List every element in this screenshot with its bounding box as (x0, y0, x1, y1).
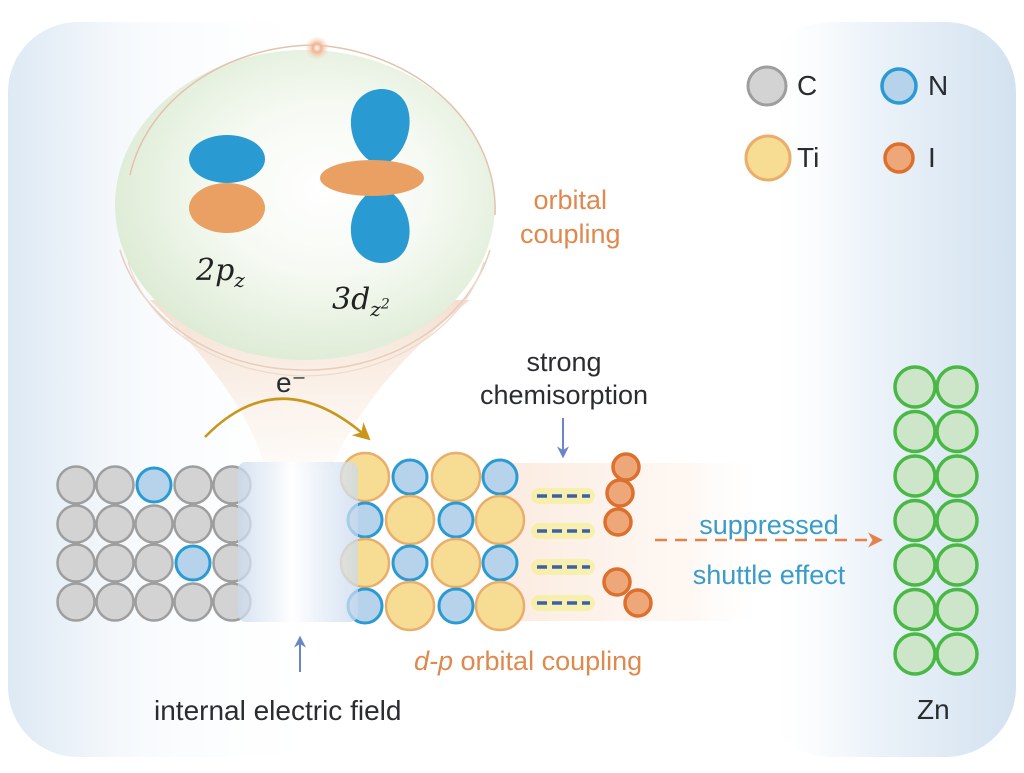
suppressed-line2: shuttle effect (692, 560, 846, 590)
atom-iodine (602, 567, 632, 597)
legend (744, 65, 918, 182)
orbital-coupling-caption: orbital coupling (520, 183, 621, 251)
orbital-label-2pz-sub: z (234, 268, 245, 292)
atom-c (95, 465, 135, 505)
legend-swatch-ti (744, 134, 792, 182)
atom-zn (935, 498, 979, 543)
atom-zn (935, 454, 979, 498)
atom-n (481, 458, 519, 496)
orbital-label-3dz2: 3dz2 (332, 282, 390, 321)
atom-c (56, 582, 96, 622)
atom-zn (893, 632, 937, 676)
atom-c (173, 582, 213, 622)
dp-italic: d-p (414, 646, 454, 676)
dp-orbital-coupling-label: d-p orbital coupling (414, 646, 642, 677)
atom-iodine (605, 478, 635, 508)
atom-c (56, 465, 96, 505)
atom-n (391, 458, 429, 496)
orbital-label-2pz: 2pz (196, 253, 245, 292)
atom-zn (893, 587, 937, 632)
orbital-coupling-line1: orbital (533, 185, 608, 215)
atom-ti (430, 537, 482, 589)
atom-n (481, 544, 519, 582)
orbital-label-3dz2-sup: 2 (380, 296, 390, 313)
zn-label: Zn (917, 694, 950, 725)
atom-n (437, 587, 475, 625)
legend-swatch-n (880, 67, 918, 105)
strong-chemisorption-line1: strong (526, 347, 602, 377)
titanium-nitride-lattice (339, 451, 526, 632)
bond-glow (531, 559, 595, 575)
interface-region (238, 462, 358, 622)
strong-chemisorption-label: strong chemisorption (455, 346, 673, 412)
orbital-label-3dz2-sub-z: z (370, 297, 381, 321)
atom-zn (935, 543, 979, 587)
atom-iodine (603, 507, 633, 537)
atom-c (95, 504, 135, 544)
bond-glow (531, 523, 595, 539)
orbital-coupling-line2: coupling (520, 219, 621, 249)
atom-n (135, 466, 173, 504)
legend-swatch-c (746, 65, 788, 107)
atom-zn (893, 454, 937, 498)
chemisorption-bonds (531, 488, 595, 611)
atom-zn (935, 587, 979, 632)
legend-swatch-i (883, 142, 915, 174)
atom-c (173, 504, 213, 544)
atom-ti (384, 580, 436, 632)
atom-c (56, 543, 96, 583)
atom-ti (474, 580, 526, 632)
iodine-cluster (602, 452, 653, 618)
sparkle-icon (305, 36, 329, 60)
atom-ti (430, 451, 482, 503)
atom-zn (893, 365, 937, 409)
legend-label-n: N (928, 70, 949, 101)
2pz-orbital-icon (189, 135, 265, 233)
orbital-label-2pz-main: 2p (196, 253, 235, 288)
atom-c (95, 582, 135, 622)
legend-label-c: C (797, 70, 818, 101)
bond-glow (531, 488, 595, 504)
atom-c (134, 504, 174, 544)
legend-label-i: I (928, 142, 936, 173)
atom-c (173, 465, 213, 505)
electron-label: e⁻ (276, 367, 307, 398)
atom-c (134, 582, 174, 622)
dp-rest: orbital coupling (453, 646, 643, 676)
atom-c (134, 543, 174, 583)
strong-chemisorption-line2: chemisorption (479, 380, 649, 410)
atom-n (391, 544, 429, 582)
internal-field-label: internal electric field (154, 695, 402, 726)
atom-zn (893, 543, 937, 587)
atom-c (56, 504, 96, 544)
zinc-anode-lattice (893, 365, 979, 676)
atom-zn (893, 409, 937, 454)
atom-iodine (623, 588, 653, 618)
bond-glow (531, 595, 595, 611)
atom-n (437, 501, 475, 539)
legend-label-ti: Ti (797, 142, 820, 173)
orbital-label-3dz2-sub: z2 (370, 296, 390, 321)
atom-zn (935, 409, 979, 454)
suppressed-shuttle-label: suppressed shuttle effect (669, 500, 869, 600)
orbital-label-3dz2-main: 3d (332, 282, 371, 317)
atom-iodine (611, 452, 641, 482)
electron-transfer-arrow (204, 397, 371, 441)
suppressed-line1: suppressed (699, 510, 839, 540)
atom-zn (893, 498, 937, 543)
atom-ti (474, 494, 526, 546)
atom-zn (935, 365, 979, 409)
atom-ti (384, 494, 436, 546)
3dz2-orbital-icon (320, 89, 424, 263)
atom-n (174, 544, 212, 582)
atom-c (95, 543, 135, 583)
atom-zn (935, 632, 979, 676)
